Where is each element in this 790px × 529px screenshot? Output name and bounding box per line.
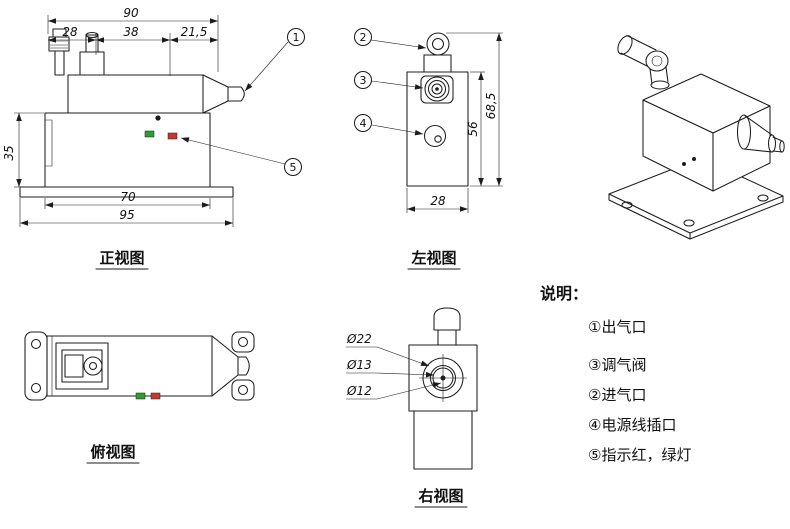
left-callout-3-num: 3 [360, 74, 367, 87]
left-dim-56: 56 [466, 121, 480, 137]
callout-bubble-1 [286, 27, 306, 47]
front-dim-95: 95 [119, 208, 134, 222]
callout-bubble-4 [353, 113, 373, 133]
nozzle-mid-circle [429, 364, 457, 392]
inlet-fitting [426, 32, 450, 56]
front-callout-1-num: 1 [293, 31, 300, 44]
legend-item-2: ③调气阀 [588, 356, 646, 374]
power-socket [423, 124, 447, 148]
nozzle-outer-circle [422, 357, 464, 399]
front-green-led [144, 130, 155, 138]
mounting-hole [30, 338, 42, 350]
right-body-lower [413, 410, 473, 470]
front-dimension-lines [14, 15, 234, 227]
screw-dot [155, 115, 161, 121]
legend-item-3: ②进气口 [588, 386, 646, 404]
iso-led-dot [692, 157, 696, 161]
left-device-outline [406, 32, 469, 187]
front-dim-21-5: 21,5 [181, 25, 208, 39]
top-view-label: 俯视图 [90, 443, 135, 461]
mounting-hole [30, 382, 42, 394]
left-dimension-lines [406, 32, 503, 213]
front-callout-1: 1 [244, 27, 306, 92]
callout-bubble-2 [353, 27, 373, 47]
left-mount-flange [24, 331, 48, 401]
callout-bubble-3 [353, 70, 373, 90]
mounting-hole [621, 201, 633, 209]
left-callout-4: 4 [353, 113, 424, 136]
top-red-led [150, 392, 161, 400]
right-dim-d22: Ø22 [346, 332, 372, 346]
left-callout-3: 3 [353, 70, 424, 90]
top-body [46, 335, 213, 397]
air-valve-knob [424, 76, 450, 102]
left-view-label: 左视图 [410, 249, 456, 267]
left-callout-2-num: 2 [360, 31, 367, 44]
base-plate [19, 186, 234, 198]
right-view-label: 右视图 [418, 487, 463, 505]
isometric-view [608, 35, 785, 240]
iso-tube-end [617, 35, 633, 55]
left-dim-68-5: 68,5 [484, 93, 498, 120]
front-dim-35: 35 [2, 145, 16, 160]
right-mount-ear [231, 331, 255, 353]
mounting-hole [683, 219, 695, 227]
mounting-hole [757, 194, 769, 202]
nozzle-inner-circle [432, 367, 454, 389]
legend-item-5: ⑤指示红，绿灯 [588, 446, 691, 464]
front-callout-5-num: 5 [290, 161, 297, 174]
nozzle-cone [202, 74, 245, 114]
iso-body-right [712, 105, 771, 192]
left-callout-2: 2 [353, 27, 427, 50]
top-nozzle-cone [211, 335, 239, 397]
legend-item-1: ①出气口 [588, 318, 646, 336]
right-mount-ear [231, 379, 255, 401]
mounting-hole [237, 336, 249, 348]
left-callout-4-num: 4 [360, 117, 367, 130]
iso-led-dot [682, 162, 686, 166]
top-view: 俯视图 [24, 331, 255, 464]
front-dim-38: 38 [123, 25, 139, 39]
legend: 说明： ①出气口 ③调气阀 ②进气口 ④电源线插口 ⑤指示红，绿灯 [540, 284, 691, 464]
front-callout-5: 5 [180, 137, 303, 177]
left-view: 56 68,5 28 2 3 4 左视图 [353, 27, 503, 270]
legend-item-4: ④电源线插口 [588, 416, 676, 434]
right-dim-d12: Ø12 [346, 384, 372, 398]
legend-title: 说明： [540, 284, 588, 303]
top-green-led [135, 392, 146, 400]
front-view: 90 28 38 21,5 35 70 95 [2, 6, 306, 270]
front-device-outline [19, 28, 245, 198]
right-view: Ø22 Ø13 Ø12 右视图 [346, 307, 478, 508]
callout-bubble-5 [283, 157, 303, 177]
right-dim-d13: Ø13 [346, 358, 372, 372]
front-red-led [167, 132, 178, 140]
front-view-label: 正视图 [99, 249, 144, 267]
iso-elbow-fitting [645, 50, 669, 72]
left-dim-28: 28 [430, 194, 446, 208]
right-top-fitting [433, 307, 461, 331]
mounting-hole [237, 384, 249, 396]
front-dim-90: 90 [123, 6, 139, 20]
iso-nozzle-tip [779, 140, 785, 153]
